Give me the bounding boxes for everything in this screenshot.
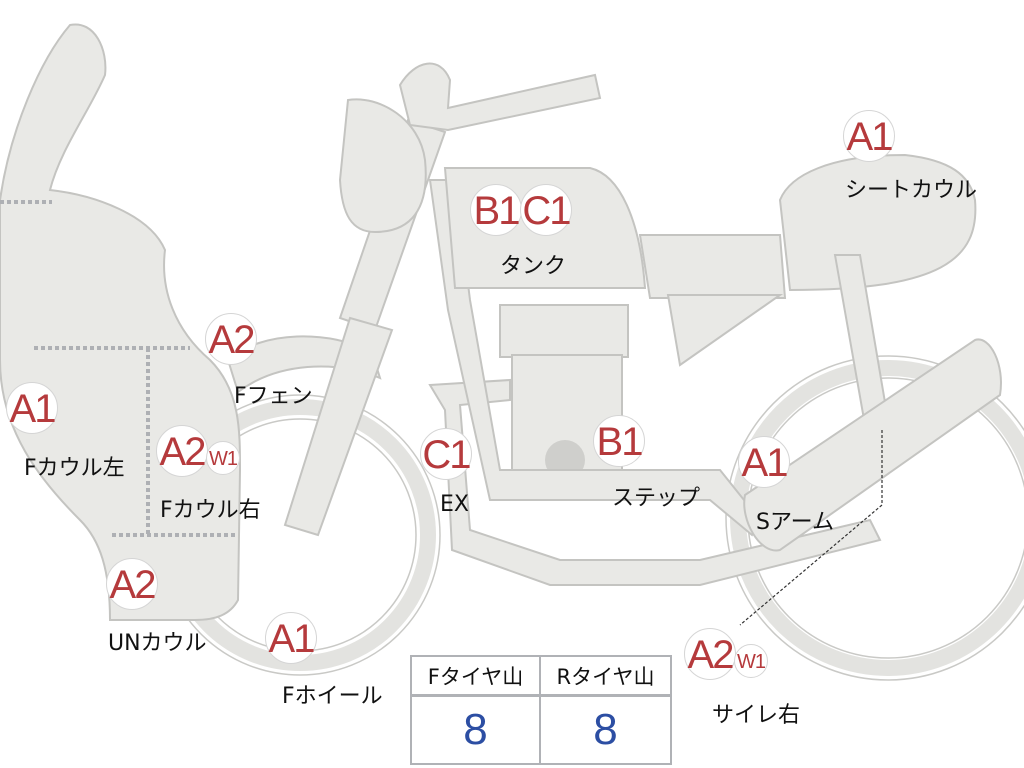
- grade-badge-silencer-right: A2: [684, 628, 736, 680]
- tire-tread-table: Fタイヤ山 Rタイヤ山 8 8: [410, 655, 672, 765]
- front-tire-header: Fタイヤ山: [412, 657, 541, 697]
- headlight-shape: [338, 98, 427, 234]
- front-tire-value: 8: [412, 697, 541, 763]
- label-s-arm: Sアーム: [756, 510, 834, 535]
- grade-badge-seat-cowl: A1: [843, 110, 895, 162]
- label-seat-cowl: シートカウル: [845, 178, 978, 203]
- swingarm-shape: [743, 338, 1002, 552]
- rear-tire-header: Rタイヤ山: [541, 657, 670, 697]
- grade-badge-tank-b: B1: [470, 184, 522, 236]
- label-step: ステップ: [612, 486, 701, 511]
- label-un-cowl: UNカウル: [108, 631, 207, 656]
- sub-badge-silencer-right: W1: [734, 644, 768, 678]
- label-f-fender: Fフェン: [234, 384, 313, 409]
- fairing-division-lines: [0, 200, 238, 537]
- engine-shape: [499, 304, 629, 496]
- front-fork-lower-shape: [283, 316, 394, 537]
- grade-badge-f-cowl-left: A1: [6, 382, 58, 434]
- label-tank: タンク: [500, 254, 567, 279]
- grade-badge-f-cowl-right: A2: [156, 425, 208, 477]
- grade-badge-un-cowl: A2: [106, 558, 158, 610]
- label-exhaust: EX: [440, 492, 469, 517]
- grade-badge-f-wheel: A1: [265, 612, 317, 664]
- grade-badge-s-arm: A1: [738, 436, 790, 488]
- handlebar-shape: [398, 62, 602, 132]
- label-f-wheel: Fホイール: [282, 684, 383, 709]
- frame-rear-shape: [638, 234, 787, 299]
- label-f-cowl-right: Fカウル右: [160, 498, 261, 523]
- seat-cowl-shape: [778, 153, 977, 292]
- grade-badge-f-fender: A2: [205, 313, 257, 365]
- label-f-cowl-left: Fカウル左: [24, 456, 125, 481]
- fairing-shape: [0, 23, 242, 621]
- grade-badge-tank-c: C1: [520, 184, 572, 236]
- grade-badge-step: B1: [593, 415, 645, 467]
- rear-frame-shape: [666, 294, 784, 367]
- rear-tire-value: 8: [593, 705, 618, 754]
- label-silencer-right: サイレ右: [712, 703, 801, 728]
- sub-badge-f-cowl-right: W1: [206, 441, 240, 475]
- grade-badge-exhaust: C1: [420, 428, 472, 480]
- silencer-pointer-line: [739, 430, 883, 626]
